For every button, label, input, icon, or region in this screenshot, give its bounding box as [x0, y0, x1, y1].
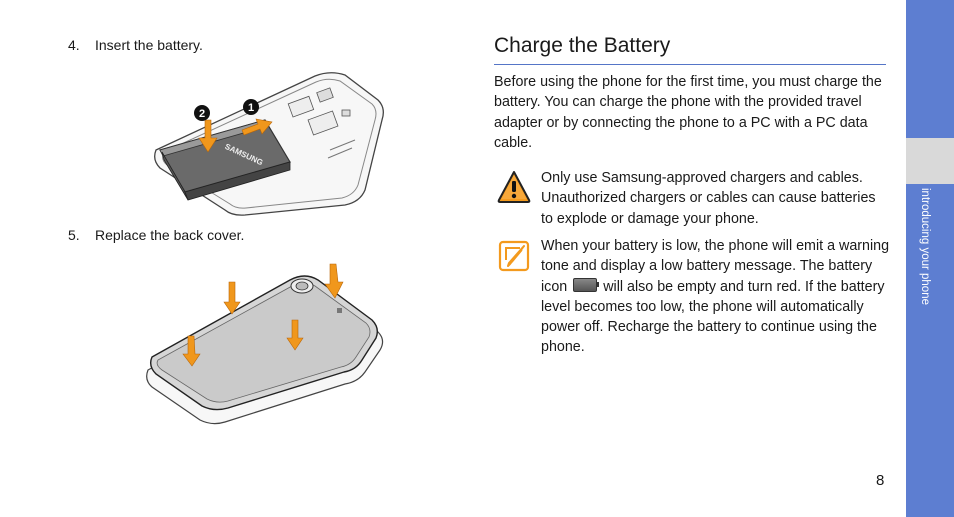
insert-battery-illustration: SAMSUNG 2 1	[154, 72, 384, 216]
info-note-text: When your battery is low, the phone will…	[541, 236, 891, 358]
arrow-down-icon	[182, 335, 201, 367]
arrow-down-icon	[198, 119, 218, 153]
section-title: Charge the Battery	[494, 34, 671, 57]
svg-text:2: 2	[199, 108, 205, 120]
warning-icon	[497, 171, 531, 203]
info-note-text-part-1: When your battery is low, the phone will…	[541, 238, 890, 295]
arrow-right-icon	[241, 118, 273, 136]
arrow-down-icon	[223, 281, 241, 315]
page-number: 8	[876, 472, 885, 489]
battery-icon	[573, 277, 600, 292]
step-text: Insert the battery.	[95, 37, 203, 53]
note-icon	[498, 240, 530, 272]
side-tab-label: introducing your phone	[919, 188, 931, 305]
step-number: 4.	[68, 37, 80, 53]
intro-paragraph: Before using the phone for the first tim…	[494, 74, 882, 151]
side-tab	[906, 0, 954, 517]
arrow-down-icon	[324, 263, 344, 299]
svg-text:1: 1	[248, 102, 254, 114]
side-tab-highlight	[906, 138, 954, 184]
info-note-text-part-2: will also be empty and turn red. If the …	[541, 278, 885, 356]
arrow-down-icon	[286, 319, 304, 351]
step-marker-2	[194, 105, 210, 121]
step-4: 4. Insert the battery.	[68, 37, 203, 53]
back-cover-shape	[149, 275, 379, 411]
step-number: 5.	[68, 227, 80, 243]
warning-note-text: Only use Samsung-approved chargers and c…	[541, 170, 876, 227]
step-5: 5. Replace the back cover.	[68, 227, 244, 243]
title-rule	[494, 64, 886, 65]
replace-cover-illustration	[146, 263, 384, 425]
step-text: Replace the back cover.	[95, 227, 245, 243]
step-marker-1	[243, 99, 259, 115]
